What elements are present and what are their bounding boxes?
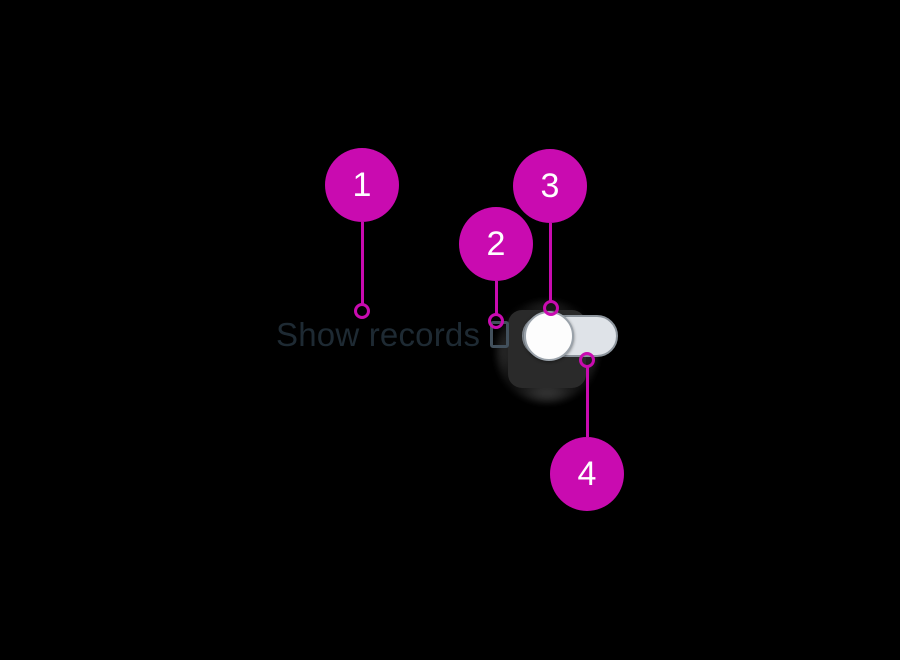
leader-ring-2 [488,313,504,329]
leader-line-2 [495,281,498,315]
annotation-marker-4[interactable]: 4 [550,437,624,511]
leader-line-1 [361,222,364,305]
setting-row[interactable]: Show records [276,316,510,353]
leader-line-3 [549,223,552,302]
setting-label: Show records [276,316,481,353]
leader-ring-1 [354,303,370,319]
annotation-marker-3[interactable]: 3 [513,149,587,223]
annotation-marker-1[interactable]: 1 [325,148,399,222]
annotation-marker-2[interactable]: 2 [459,207,533,281]
toggle-thumb[interactable] [524,311,574,361]
show-records-toggle[interactable] [522,311,618,361]
leader-line-4 [586,366,589,437]
leader-ring-4 [579,352,595,368]
leader-ring-3 [543,300,559,316]
